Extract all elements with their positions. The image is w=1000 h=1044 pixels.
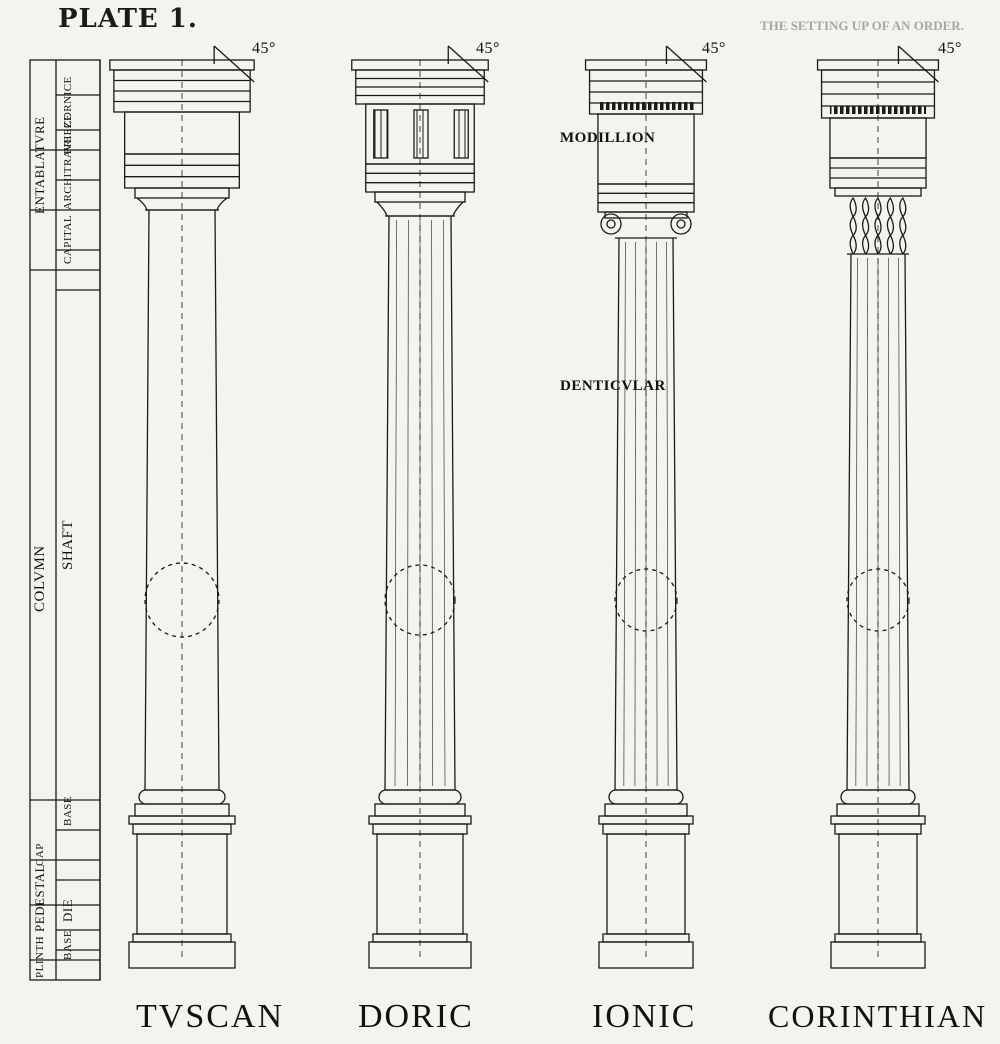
corinthian-acanthus-leaf <box>899 196 907 218</box>
ionic-volute-right <box>670 213 692 235</box>
ionic-shaft-flute <box>634 241 636 787</box>
angle-label-tuscan: 45° <box>252 40 276 57</box>
corinthian-acanthus-leaf <box>886 215 895 236</box>
angle-label-corinthian: 45° <box>938 40 962 57</box>
scale-label-shaft: SHAFT <box>60 519 76 570</box>
doric-angle-line <box>447 45 489 83</box>
doric-shaft-flute <box>431 219 433 787</box>
doric-shaft-flute <box>443 219 446 787</box>
scale-label-capital: CAPITAL <box>62 214 74 264</box>
angle-label-doric: 45° <box>476 40 500 57</box>
corinthian-acanthus-leaf <box>899 234 907 255</box>
corinthian-acanthus-leaf <box>874 234 882 255</box>
angle-label-ionic: 45° <box>702 40 726 57</box>
tuscan-angle-line <box>213 45 255 83</box>
ionic-angle-line <box>666 45 707 83</box>
modillion-annotation: MODILLION <box>560 130 656 146</box>
tuscan-pedestal-plinth <box>128 941 236 969</box>
order-label-corinthian: CORINTHIAN <box>768 998 988 1034</box>
doric-shaft-flute <box>394 219 397 787</box>
doric-triglyph <box>373 109 389 159</box>
order-label-tuscan: TVSCAN <box>136 998 285 1035</box>
corinthian-acanthus-leaf <box>861 196 870 218</box>
ionic-shaft-flute <box>623 241 626 787</box>
corinthian-shaft-flute <box>855 257 858 787</box>
corinthian-acanthus-leaf <box>899 215 907 236</box>
order-label-doric: DORIC <box>358 998 474 1035</box>
ionic-shaft-flute <box>666 241 669 787</box>
plate-title: PLATE 1. <box>58 4 198 34</box>
corinthian-shaft-flute <box>866 257 868 787</box>
doric-pedestal-plinth <box>368 941 472 969</box>
corinthian-acanthus-leaf <box>861 234 870 255</box>
scale-label-plinth: PLINTH <box>34 935 46 978</box>
scale-label-cap: CAP <box>34 843 46 866</box>
corinthian-angle-line <box>898 45 939 83</box>
corinthian-acanthus-leaf <box>849 196 857 218</box>
scale-label-entablature: ENTABLATVRE <box>32 116 47 214</box>
corinthian-pedestal-plinth <box>830 941 926 969</box>
doric-triglyph <box>453 109 469 159</box>
order-label-ionic: IONIC <box>592 998 697 1035</box>
ionic-diameter-circle <box>614 568 678 632</box>
scale-label-base: BASE <box>62 795 74 826</box>
tuscan-diameter-circle <box>144 562 220 638</box>
denticular-annotation: DENTICVLAR <box>560 378 666 394</box>
corinthian-diameter-circle <box>846 568 910 632</box>
scale-label-column: COLVMN <box>32 545 48 612</box>
scale-label-cornice: CORNICE <box>62 76 74 128</box>
corinthian-acanthus-leaf <box>849 234 857 255</box>
corinthian-acanthus-leaf <box>886 196 895 218</box>
doric-architrave <box>365 163 475 193</box>
corinthian-shaft-flute <box>888 257 890 787</box>
ionic-volute-eye <box>606 219 616 229</box>
corinthian-acanthus-leaf <box>849 215 857 236</box>
scale-label-base-bottom: BASE <box>62 929 74 960</box>
ionic-pedestal-plinth <box>598 941 694 969</box>
scale-label-die: DIE <box>60 898 75 922</box>
corinthian-shaft-flute <box>898 257 901 787</box>
doric-diameter-circle <box>384 564 456 636</box>
corinthian-acanthus-leaf <box>886 234 895 255</box>
scale-label-pedestal: PEDESTAL <box>32 864 47 932</box>
ionic-volute-left <box>600 213 622 235</box>
background-heading: THE SETTING UP OF AN ORDER. <box>760 18 964 33</box>
ionic-shaft-flute <box>656 241 658 787</box>
corinthian-acanthus-leaf <box>861 215 870 236</box>
doric-shaft-flute <box>407 219 409 787</box>
ionic-volute-eye <box>676 219 686 229</box>
doric-triglyph <box>413 109 429 159</box>
